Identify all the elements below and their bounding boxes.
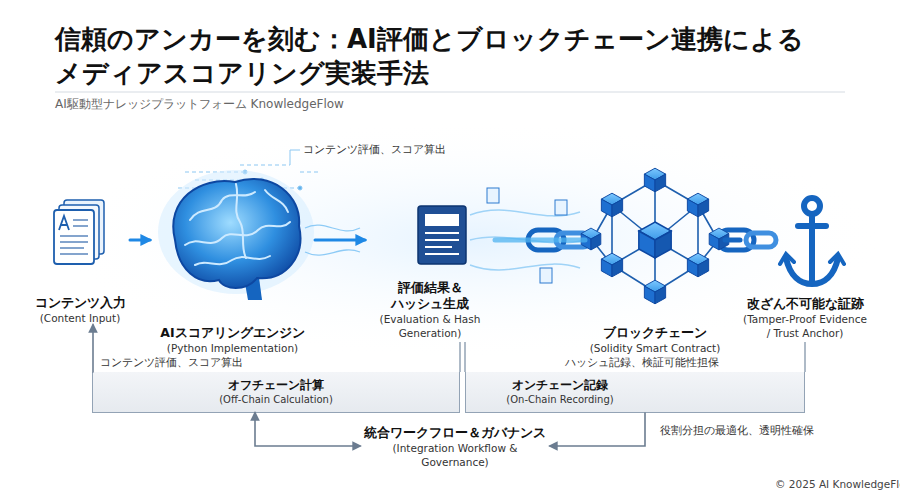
engine-node: AIスコアリングエンジン(Python Implementation) [150,170,315,355]
governance-arrow [255,413,360,446]
fold [195,256,270,265]
block-cube [639,222,671,258]
diagram-title: 信頼のアンカーを刻む：AI評価とブロックチェーン連携による メディアスコアリング… [55,22,885,90]
node-subtitle: (On-Chain Recording) [506,393,613,406]
block-cube [644,168,665,192]
block-cube [687,193,708,217]
note-text: 役割分担の最適化、透明性確保 [660,424,814,438]
block-cube [687,253,708,277]
note-text: コンテンツ評価、スコア算出 [100,356,243,370]
input-node: コンテンツ入力(Content Input) [30,190,130,325]
node-subtitle: (Solidity Smart Contract) [590,341,721,355]
brain-folds [185,184,290,265]
bracket-lines [460,342,805,372]
node-subtitle: (Python Implementation) [167,341,298,355]
background-glow [50,120,890,360]
feedback-arrow [92,325,94,372]
network-lines [592,180,718,292]
mini-document [487,188,499,203]
subtitle: AI駆動型ナレッジプラットフォーム KnowledgeFlow [55,96,344,113]
node-heading: 改ざん不可能な証跡 [747,296,864,312]
node-heading: オンチェーン記録 [512,378,608,393]
node-heading: 評価結果＆ハッシュ生成 [365,280,495,312]
fold [185,222,290,245]
block-cube [601,253,622,277]
network-link [592,180,718,292]
note-text: コンテンツ評価、スコア算出 [303,143,446,157]
copyright-text: © 2025 AI KnowledgeFlow [775,478,900,490]
page [54,210,94,264]
flow-arrow [315,239,365,242]
offchain-band: オフチェーン計算(Off-Chain Calculation) [92,372,460,413]
brain-icon [158,170,314,300]
document-lines [425,233,459,254]
document-header [425,214,459,226]
node-subtitle: (Tamper-Proof Evidence / Trust Anchor) [740,312,870,340]
result-node: 評価結果＆ハッシュ生成(Evaluation & Hash Generation… [365,200,495,340]
governance-arrow [550,413,645,446]
title-rule [55,92,845,93]
result-document-icon [418,206,466,264]
node-subtitle: (Content Input) [40,311,120,325]
chain-link [746,233,776,247]
mini-document [555,200,567,215]
note-text: ハッシュ記録、検証可能性担保 [565,356,719,370]
bracket-line [804,342,806,372]
blockchain-node: ブロックチェーン(Solidity Smart Contract) [585,160,725,355]
document-icon [54,200,104,264]
stream-line [470,210,585,270]
network-cubes [581,168,729,304]
fold [265,190,288,212]
node-heading: オフチェーン計算 [228,378,324,393]
node-subtitle: (Integration Workflow & Governance) [360,441,550,469]
fold [236,184,246,258]
bracket-line [459,342,461,372]
workflow-node: 統合ワークフロー＆ガバナンス(Integration Workflow & Go… [360,430,550,464]
brain-shape [173,179,300,288]
node-heading: ブロックチェーン [603,325,707,341]
brain-glow [158,170,314,294]
block-cube [644,280,665,304]
flow-arrow [130,239,150,242]
block-cube [709,228,729,250]
mini-document [540,268,552,283]
stream-line [305,225,360,231]
leader-line [290,150,300,165]
anchor-fluke [780,254,844,264]
node-subtitle: (Off-Chain Calculation) [219,393,333,406]
circuit-node [298,186,302,190]
stream-line [305,250,360,255]
chain-connector [725,238,740,243]
block-cube [581,228,601,250]
block-cube [601,193,622,217]
node-heading: AIスコアリングエンジン [160,325,304,341]
evidence-node: 改ざん不可能な証跡(Tamper-Proof Evidence / Trust … [740,190,870,340]
text-lines [60,220,88,254]
data-stream [495,238,585,243]
fold [190,192,255,220]
bracket-line [464,342,466,372]
node-heading: 統合ワークフロー＆ガバナンス [364,425,546,441]
anchor-stock [798,223,826,229]
document [418,206,466,264]
node-subtitle: (Evaluation & Hash Generation) [365,312,495,340]
data-streams [305,225,360,255]
node-heading: コンテンツ入力 [35,295,126,311]
anchor-icon [780,198,844,284]
onchain-band: オンチェーン記録(On-Chain Recording) [465,372,805,413]
letter-glyph [59,216,69,230]
